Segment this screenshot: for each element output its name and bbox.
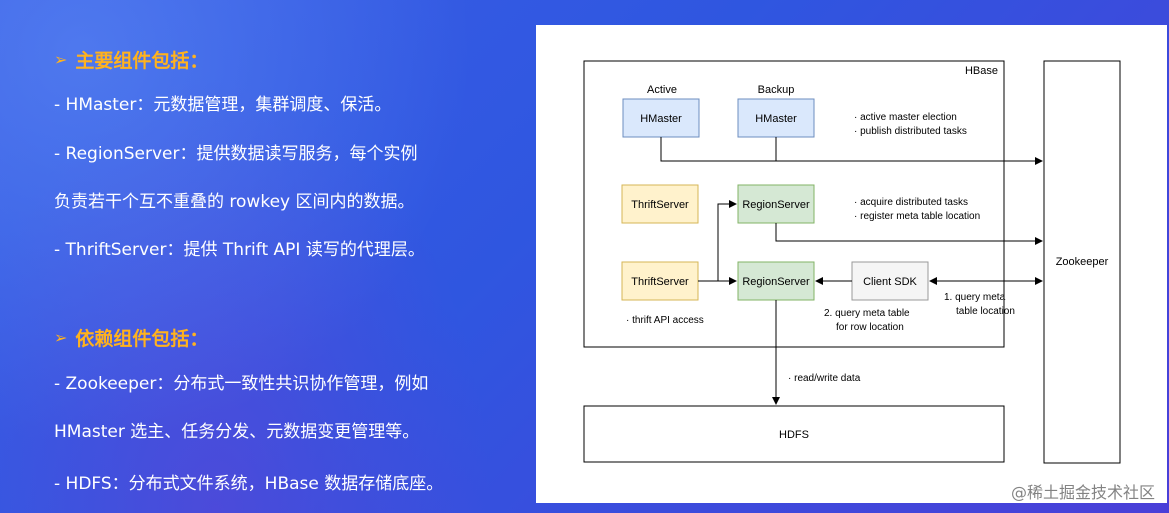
thrift-server-1-label: ThriftServer <box>631 199 689 211</box>
note-query-meta-2: for row location <box>836 322 904 333</box>
note-query-zk-1: 1. query meta <box>944 292 1006 303</box>
client-sdk-label: Client SDK <box>863 276 917 288</box>
backup-label: Backup <box>758 84 795 96</box>
zookeeper-label: Zookeeper <box>1056 256 1109 268</box>
arrow-bullet-icon: ➢ <box>54 50 68 69</box>
edge-master-zk <box>660 137 1043 165</box>
hmaster-active-label: HMaster <box>640 113 682 125</box>
line-regionserver-cont: 负责若干个互不重叠的 rowkey 区间内的数据。 <box>54 192 415 212</box>
thrift-server-2-box <box>621 261 699 301</box>
line-zookeeper-cont: HMaster 选主、任务分发、元数据变更管理等。 <box>54 422 420 442</box>
architecture-diagram: HBase Zookeeper HDFS Active Backup HMast… <box>536 25 1167 503</box>
note-master-1: · active master election <box>854 112 957 123</box>
note-region-2: · register meta table location <box>854 211 980 222</box>
zookeeper-box <box>1043 60 1121 464</box>
note-thrift: · thrift API access <box>626 315 704 326</box>
thrift-server-1-box <box>621 184 699 224</box>
region-server-2-box <box>737 261 815 301</box>
active-label: Active <box>647 84 677 96</box>
line-thriftserver: - ThriftServer：提供 Thrift API 读写的代理层。 <box>54 240 425 260</box>
note-master-2: · publish distributed tasks <box>854 126 967 137</box>
edge-thrift-region1 <box>698 200 737 282</box>
main-components-heading: ➢ 主要组件包括： <box>54 46 208 73</box>
background-glow <box>0 0 540 513</box>
region-server-1-label: RegionServer <box>742 199 810 211</box>
line-regionserver: - RegionServer：提供数据读写服务，每个实例 <box>54 144 418 164</box>
watermark: @稀土掘金技术社区 <box>1010 483 1155 502</box>
left-text-panel: ➢ 主要组件包括： - HMaster：元数据管理，集群调度、保活。 - Reg… <box>0 0 530 513</box>
note-query-zk-2: table location <box>956 306 1015 317</box>
edge-region-zk <box>775 223 1043 245</box>
hbase-label: HBase <box>965 65 998 77</box>
arrow-bullet-icon: ➢ <box>54 328 68 347</box>
region-server-2-label: RegionServer <box>742 276 810 288</box>
diagram-svg: HBase Zookeeper HDFS Active Backup HMast… <box>583 60 1121 464</box>
client-sdk-box <box>851 261 929 301</box>
thrift-server-2-label: ThriftServer <box>631 276 689 288</box>
line-hdfs: - HDFS：分布式文件系统，HBase 数据存储底座。 <box>54 474 444 494</box>
hdfs-box <box>583 405 1005 463</box>
region-server-1-box <box>737 184 815 224</box>
line-hmaster: - HMaster：元数据管理，集群调度、保活。 <box>54 95 392 115</box>
note-query-meta-1: 2. query meta table <box>824 308 910 319</box>
line-zookeeper: - Zookeeper：分布式一致性共识协作管理，例如 <box>54 374 429 394</box>
dependency-components-heading: ➢ 依赖组件包括： <box>54 324 208 351</box>
hdfs-label: HDFS <box>779 429 809 441</box>
note-read-write: · read/write data <box>788 373 861 384</box>
hmaster-backup-label: HMaster <box>755 113 797 125</box>
note-region-1: · acquire distributed tasks <box>854 197 968 208</box>
dependency-components-title: 依赖组件包括： <box>75 328 209 350</box>
main-components-title: 主要组件包括： <box>75 50 209 72</box>
